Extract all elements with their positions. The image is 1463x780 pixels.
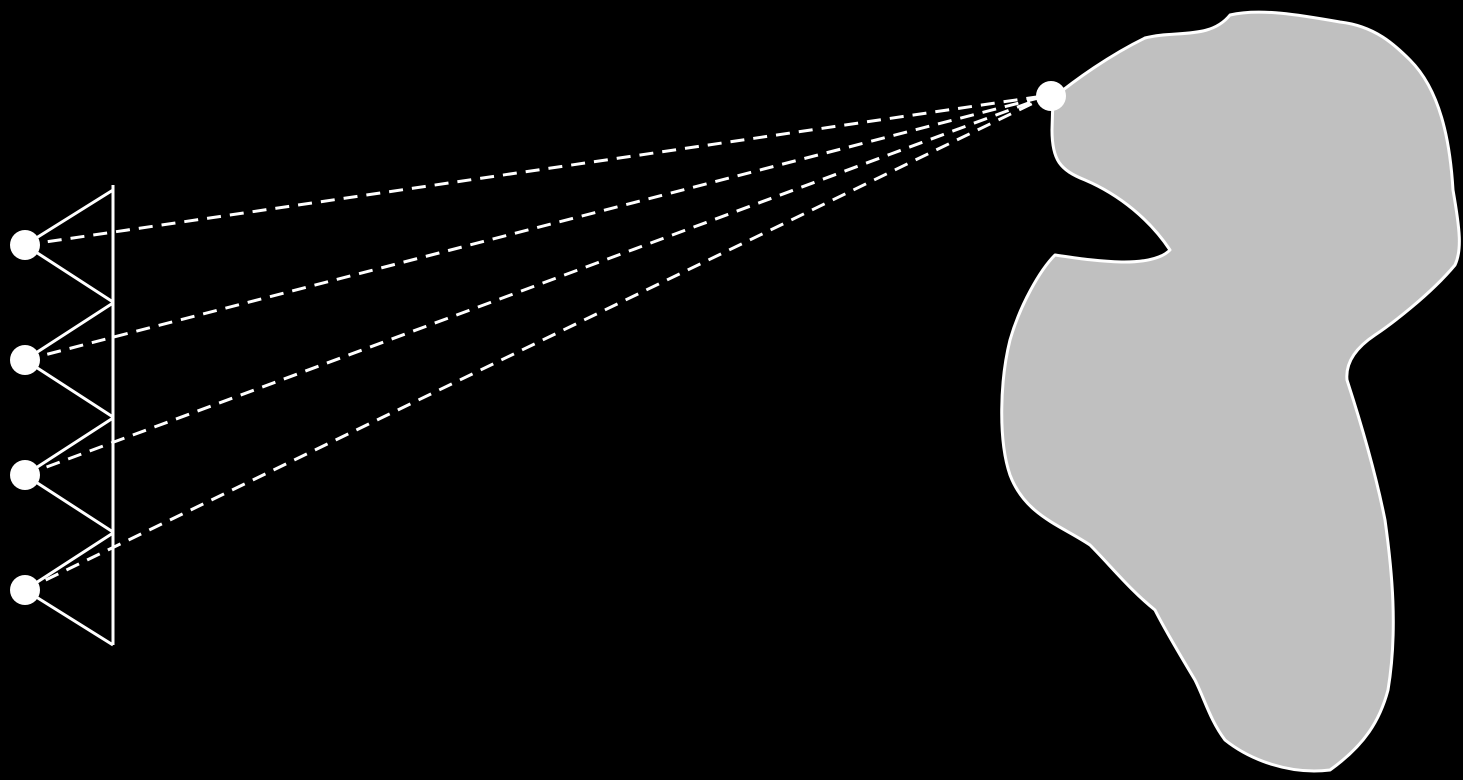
camera-3-center — [10, 460, 40, 490]
camera-4-center — [10, 575, 40, 605]
camera-2-center — [10, 345, 40, 375]
target-point — [1036, 81, 1066, 111]
camera-1-center — [10, 230, 40, 260]
